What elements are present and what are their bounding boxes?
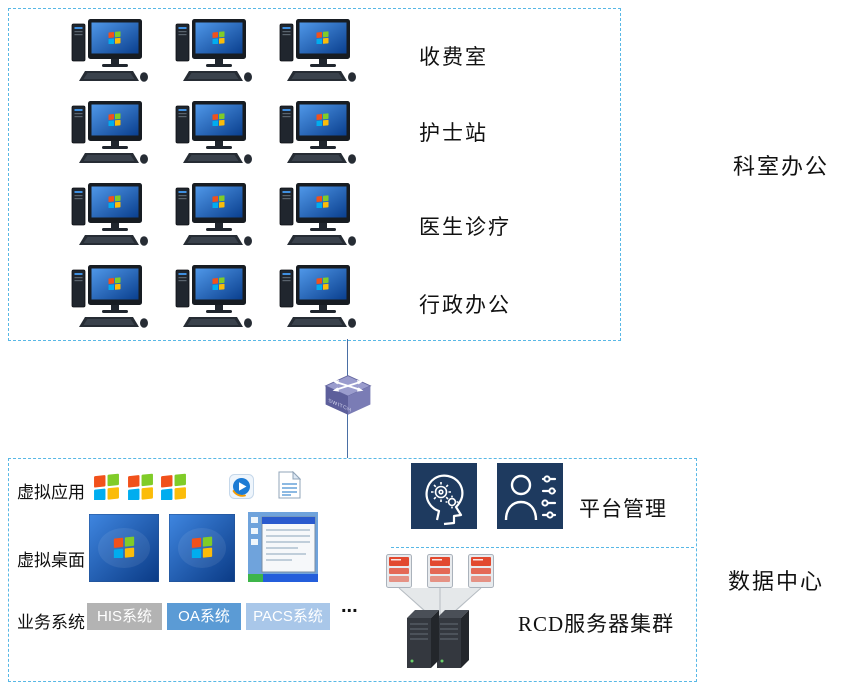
oa-system-chip: OA系统 (167, 603, 241, 630)
row-label-fee-office: 收费室 (419, 45, 488, 69)
server-cluster-icon (386, 554, 494, 669)
desktop-computer-icon (175, 181, 255, 249)
network-switch-icon: SWITCH (324, 375, 372, 415)
desktop-computer-icon (71, 17, 151, 85)
his-system-chip: HIS系统 (87, 603, 162, 630)
windows-logo-icon (160, 473, 187, 500)
windows-logo-icon (127, 473, 154, 500)
pacs-system-chip: PACS系统 (246, 603, 330, 630)
desktop-computer-icon (71, 181, 151, 249)
platform-management-label: 平台管理 (579, 497, 667, 521)
more-systems-ellipsis: ... (341, 595, 358, 617)
desktop-computer-icon (175, 17, 255, 85)
desktop-computer-icon (279, 263, 359, 331)
win7-desktop-thumbnail (169, 514, 235, 582)
head-gears-icon (411, 463, 477, 529)
desktop-computer-icon (279, 99, 359, 167)
desktop-computer-icon (71, 99, 151, 167)
document-icon (278, 471, 301, 499)
row-label-admin-office: 行政办公 (419, 293, 511, 317)
virtual-desktops-label: 虚拟桌面 (17, 551, 85, 570)
row-label-nurse-station: 护士站 (419, 121, 488, 145)
desktop-computer-icon (71, 263, 151, 331)
row-label-doctor-care: 医生诊疗 (419, 215, 511, 239)
desktop-computer-icon (175, 99, 255, 167)
xp-desktop-thumbnail (248, 512, 318, 582)
platform-divider (391, 547, 694, 548)
windows-logo-icon (93, 473, 120, 500)
desktop-computer-icon (175, 263, 255, 331)
department-office-box: 收费室 护士站 医生诊疗 行政办公 (8, 8, 621, 341)
desktop-computer-icon (279, 181, 359, 249)
media-player-icon (229, 474, 254, 499)
data-center-box: 虚拟应用 虚拟桌面 (8, 458, 697, 682)
section-label-department-office: 科室办公 (733, 154, 830, 179)
rcd-cluster-label: RCD服务器集群 (518, 612, 675, 636)
virtual-apps-label: 虚拟应用 (17, 483, 85, 502)
section-label-data-center: 数据中心 (728, 569, 825, 594)
desktop-computer-icon (279, 17, 359, 85)
user-settings-icon (497, 463, 563, 529)
business-systems-label: 业务系统 (17, 613, 85, 632)
win7-desktop-thumbnail (89, 514, 159, 582)
